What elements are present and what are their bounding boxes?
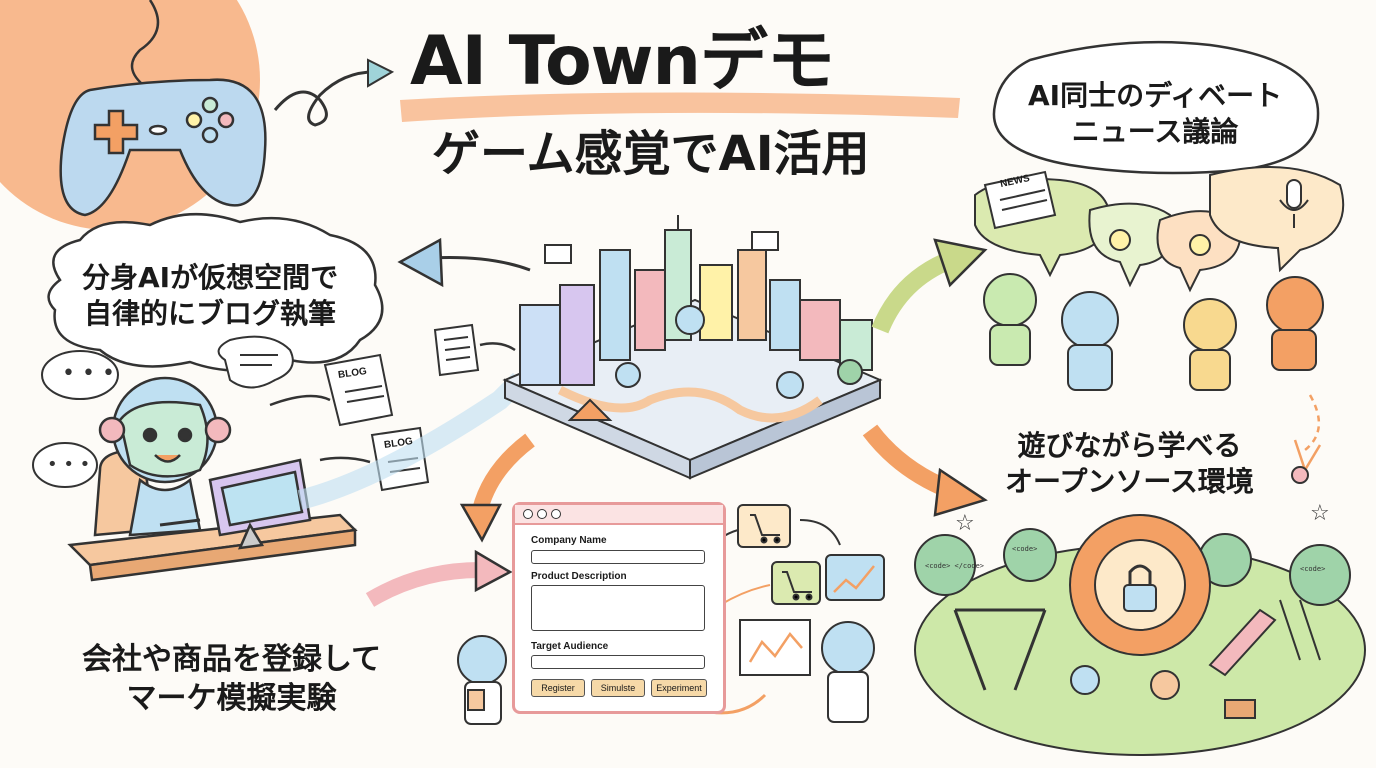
caption-blog: 分身AIが仮想空間で 自律的にブログ執筆: [82, 260, 338, 333]
target-audience-label: Target Audience: [531, 641, 609, 652]
form-title-bar: [515, 505, 723, 525]
caption-opensource: 遊びながら学べる オープンソース環境: [1005, 428, 1254, 501]
game-controller-icon: [59, 0, 267, 217]
product-description-label: Product Description: [531, 571, 627, 582]
arrow-to-debate: [871, 251, 954, 334]
registration-form: Company Name Product Description Target …: [512, 502, 726, 714]
caption-marketing-line1: 会社や商品を登録して: [82, 642, 382, 677]
svg-text:• • •: • • •: [47, 454, 90, 475]
audio-bubble: [1209, 166, 1345, 273]
caption-marketing-line2: マーケ模擬実験: [126, 681, 337, 716]
small-thought-bubble-2: [32, 442, 98, 488]
page-subtitle: ゲーム感覚でAI活用: [432, 126, 870, 182]
blog-document-1: [323, 353, 394, 427]
title-highlight: [400, 92, 960, 122]
debating-robots-illustration: [983, 273, 1324, 391]
caption-marketing: 会社や商品を登録して マーケ模擬実験: [82, 640, 381, 718]
simulate-button[interactable]: Simulste: [591, 679, 645, 697]
small-thought-bubble: [41, 350, 119, 400]
lightbulb-icon: [1109, 229, 1131, 251]
cart-bubble-2: [771, 561, 821, 605]
arrow-to-blog: [429, 256, 531, 272]
caption-debate-line1: AI同士のディベート: [1028, 79, 1283, 112]
ai-town-city-illustration: [502, 215, 883, 480]
document-icon: [433, 323, 480, 377]
caption-opensource-line2: オープンソース環境: [1005, 465, 1254, 499]
company-name-label: Company Name: [531, 535, 607, 546]
caption-blog-line2: 自律的にブログ執筆: [84, 297, 337, 331]
svg-text:☆: ☆: [1310, 501, 1330, 526]
caption-debate: AI同士のディベート ニュース議論: [1028, 78, 1282, 151]
presentation-board: [739, 619, 811, 676]
code-snippet-1: <code> </code>: [925, 562, 985, 570]
blog-thought-cloud: [47, 213, 384, 372]
svg-text:• • •: • • •: [62, 361, 115, 386]
curly-arrow-head: [367, 58, 395, 88]
code-snippet-3: <code>: [1300, 565, 1326, 573]
caption-blog-line1: 分身AIが仮想空間で: [82, 261, 339, 294]
lightbulb-icon-2: [1189, 234, 1211, 256]
window-dot-icon: [537, 509, 547, 519]
window-dot-icon: [551, 509, 561, 519]
register-button[interactable]: Register: [531, 679, 585, 697]
experiment-button[interactable]: Experiment: [651, 679, 707, 697]
robot-writer-illustration: [67, 376, 358, 582]
scientist-robot-left: [457, 635, 507, 725]
cart-bubble-1: [737, 504, 791, 548]
svg-text:☆: ☆: [955, 511, 975, 536]
doc-thought-bubble: [217, 335, 294, 389]
newspaper-icon: [983, 170, 1057, 230]
caption-opensource-line1: 遊びながら学べる: [1017, 429, 1242, 462]
code-snippet-2: <code>: [1012, 545, 1038, 553]
opensource-park-illustration: [914, 466, 1366, 756]
window-dot-icon: [523, 509, 533, 519]
company-name-input[interactable]: [531, 550, 705, 564]
page-title: AI Townデモ: [410, 22, 835, 101]
product-description-input[interactable]: [531, 585, 705, 631]
scientist-robot-right: [821, 621, 875, 723]
growth-chart-bubble: [825, 554, 885, 601]
curly-arrow: [273, 70, 381, 127]
caption-debate-line2: ニュース議論: [1071, 115, 1239, 149]
target-audience-input[interactable]: [531, 655, 705, 669]
arrow-marketing: [365, 562, 481, 607]
microphone-icon: [1279, 179, 1309, 228]
arrow-to-form: [472, 433, 535, 513]
